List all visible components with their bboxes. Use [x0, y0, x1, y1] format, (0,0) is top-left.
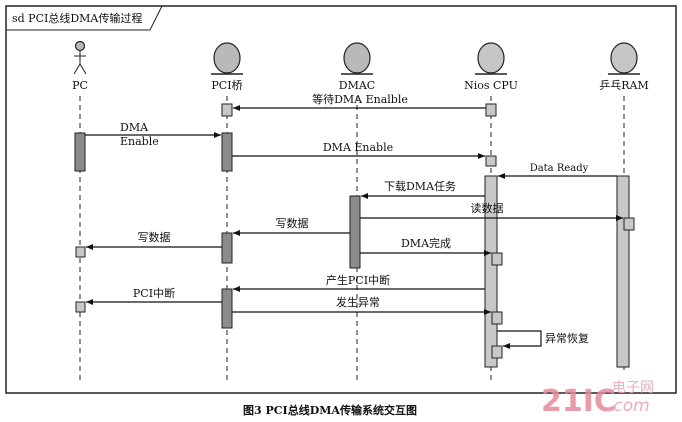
- message-label: DMA完成: [401, 236, 451, 250]
- lifeline-label-cpu: Nios CPU: [464, 79, 518, 92]
- message-load-dma-task: 下载DMA任务: [361, 180, 485, 199]
- lifeline-pci-head: PCI桥: [211, 42, 243, 92]
- entity-icon: [610, 42, 638, 74]
- message-dma-done: DMA完成: [360, 236, 491, 256]
- message-label: 等待DMA Enalble: [312, 92, 408, 106]
- lifeline-dmac-head: DMAC: [339, 42, 375, 92]
- message-write-data-pci: 写数据: [233, 216, 350, 236]
- message-label: 写数据: [276, 216, 309, 230]
- activation-box: [221, 103, 233, 117]
- watermark-brand: 21IC: [541, 384, 616, 419]
- diagram-frame: [5, 5, 677, 394]
- watermark-logo: 21IC 电子网 .com: [541, 380, 654, 419]
- activation-box: [74, 132, 86, 172]
- message-label: 产生PCI中断: [326, 273, 390, 287]
- message-label: 写数据: [138, 230, 171, 244]
- actor-icon: [73, 40, 87, 75]
- message-label: 读数据: [471, 201, 504, 215]
- message-label: 下载DMA任务: [384, 180, 456, 193]
- message-pc-dma-enable: DMA Enable: [85, 121, 221, 148]
- activation-box: [491, 252, 503, 266]
- lifeline-ram-head: 乒乓RAM: [599, 42, 649, 92]
- message-write-data-pc: 写数据: [86, 230, 222, 250]
- message-label: 发生异常: [336, 295, 380, 309]
- message-generate-pci-interrupt: 产生PCI中断: [233, 273, 485, 292]
- lifeline-pc-head: PC: [72, 40, 88, 92]
- activation-box: [221, 132, 233, 172]
- message-pci-interrupt: PCI中断: [86, 286, 222, 305]
- entity-icon: [213, 42, 241, 74]
- lifeline-label-pc: PC: [72, 79, 88, 92]
- message-data-ready: Data Ready: [498, 163, 617, 179]
- activation-box: [485, 103, 497, 117]
- message-read-data: 读数据: [360, 201, 623, 221]
- activation-box: [623, 217, 635, 231]
- message-label: DMA Enable: [323, 141, 393, 154]
- message-label: Enable: [120, 135, 159, 148]
- entity-icon: [343, 42, 371, 74]
- lifeline-label-dmac: DMAC: [339, 79, 375, 92]
- activation-box: [349, 195, 361, 269]
- activation-box: [491, 345, 503, 359]
- lifeline-cpu-head: Nios CPU: [464, 42, 518, 92]
- watermark-domain: .com: [608, 396, 650, 416]
- activation-box: [75, 246, 86, 258]
- watermark-cn: 电子网: [612, 380, 654, 396]
- activation-box: [221, 232, 233, 264]
- message-label: PCI中断: [133, 286, 175, 300]
- message-label: Data Ready: [530, 163, 589, 174]
- entity-icon: [477, 42, 505, 74]
- activation-box: [616, 175, 630, 368]
- activation-box: [491, 311, 503, 325]
- message-exception: 发生异常: [232, 295, 491, 315]
- figure-caption: 图3 PCI总线DMA传输系统交互图: [243, 403, 417, 417]
- lifeline-label-pci: PCI桥: [211, 79, 242, 92]
- activation-box: [75, 301, 86, 313]
- frame-title-tab: [6, 5, 163, 31]
- frame-title: sd PCI总线DMA传输过程: [12, 11, 142, 25]
- message-exception-recovery: 异常恢复: [497, 330, 589, 349]
- message-label: 异常恢复: [545, 331, 589, 345]
- activation-box: [485, 155, 497, 167]
- lifeline-label-ram: 乒乓RAM: [599, 79, 649, 92]
- activations: [74, 103, 635, 368]
- message-label: DMA: [120, 121, 149, 134]
- message-wait-dma-enable: 等待DMA Enalble: [233, 92, 486, 111]
- message-dma-enable: DMA Enable: [232, 141, 485, 159]
- activation-box: [221, 288, 233, 329]
